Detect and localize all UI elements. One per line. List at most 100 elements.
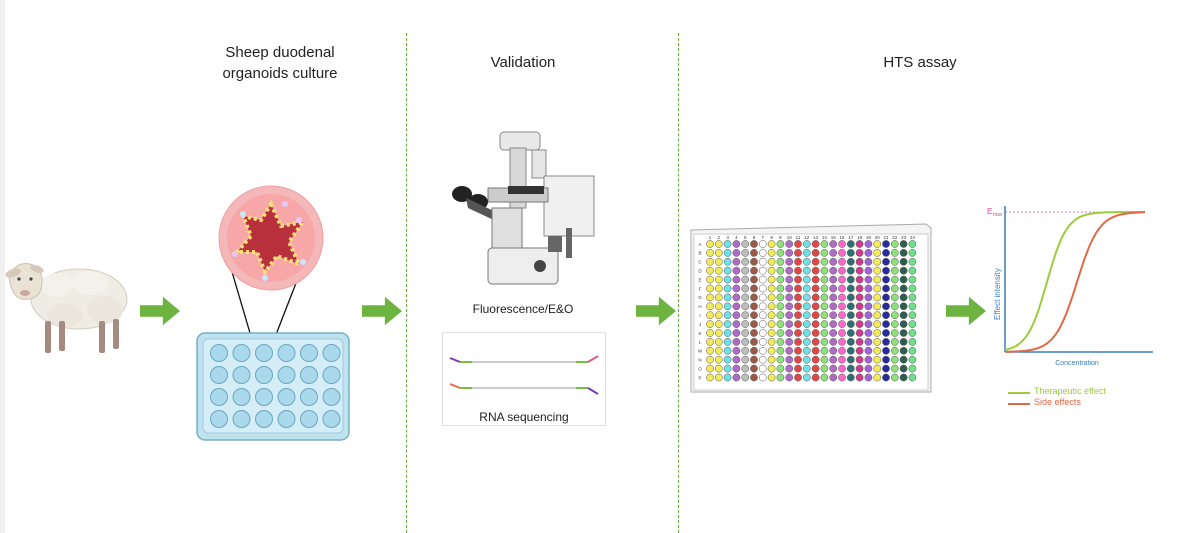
plate-well [750,329,758,337]
plate-well [706,329,714,337]
arrow-icon-3 [636,296,676,326]
plate-well [829,266,838,275]
plate-well [899,240,908,248]
well [210,410,228,428]
plate-well [776,240,785,248]
plate-well [899,320,908,328]
plate-well [846,284,855,293]
plate-well [846,320,855,328]
hts-title: HTS assay [883,54,957,71]
plate-well [846,364,855,373]
plate-well [811,275,820,284]
plate-well [776,338,785,346]
plate-well [890,266,899,275]
plate-well [741,329,750,337]
plate-well [732,275,741,284]
plate-well [899,346,908,355]
plate-well [855,249,864,257]
plate-well [706,284,714,293]
plate-well [890,302,899,311]
plate-well [732,364,741,373]
plate-column-label: 2 [718,235,721,240]
plate-well [811,302,820,311]
plate-well [714,373,723,382]
plate-well [714,355,723,364]
plate-well [820,338,829,346]
plate-well [882,302,890,311]
plate-well [802,338,811,346]
plate-well [776,373,785,382]
plate-well [820,240,829,248]
plate-well [723,266,732,275]
side-effects-curve [1005,211,1146,353]
plate-well [741,275,750,284]
plate-well [714,364,723,373]
plate-well [758,346,767,355]
plate-well [838,373,846,382]
plate-well [706,346,714,355]
plate-well [899,275,908,284]
plate-well [750,355,758,364]
plate-well [776,257,785,266]
plate-well [732,257,741,266]
arrow-icon-1 [140,296,180,326]
plate-well [776,284,785,293]
legend-swatch-side [1008,403,1030,405]
plate-well [741,284,750,293]
plate-well [890,346,899,355]
plate-well [846,373,855,382]
plate-well [882,293,890,302]
sheep-illustration [5,263,128,353]
plate-well [794,373,802,382]
plate-row-label: I [699,313,700,318]
plate-well [846,266,855,275]
plate-well [785,240,794,248]
plate-well [820,329,829,337]
plate-well [714,338,723,346]
plate-well [776,266,785,275]
plate-well [794,338,802,346]
plate-well [838,329,846,337]
emax-label: E [987,207,992,216]
well [255,344,273,362]
plate-well [802,373,811,382]
plate-well [723,311,732,320]
plate-column-label: 24 [910,235,916,240]
plate-well [811,346,820,355]
plate-well [890,320,899,328]
plate-well [785,355,794,364]
plate-well [706,293,714,302]
plate-well [811,364,820,373]
well [255,366,273,384]
plate-well [750,284,758,293]
plate-well [829,364,838,373]
plate-well [794,346,802,355]
plate-well [767,338,776,346]
plate-well [855,293,864,302]
plate-well [750,249,758,257]
plate-well [776,293,785,302]
plate-well [890,311,899,320]
plate-well [767,320,776,328]
plate-well [785,338,794,346]
plate-well [829,320,838,328]
plate-well [873,302,882,311]
plate-well [723,275,732,284]
well [232,410,251,428]
plate-well [855,284,864,293]
plate-well [723,338,732,346]
plate-well [785,266,794,275]
plate-well [908,364,917,373]
plate-well [750,338,758,346]
well [232,388,251,406]
plate-row-label: P [698,375,701,380]
plate-well [758,329,767,337]
plate-well [890,284,899,293]
plate-well [794,302,802,311]
plate-well [732,249,741,257]
plate-well [758,257,767,266]
plate-well [802,364,811,373]
legend-side-effects: Side effects [1034,397,1081,407]
plate-row-label: D [698,269,702,274]
plate-well [706,364,714,373]
